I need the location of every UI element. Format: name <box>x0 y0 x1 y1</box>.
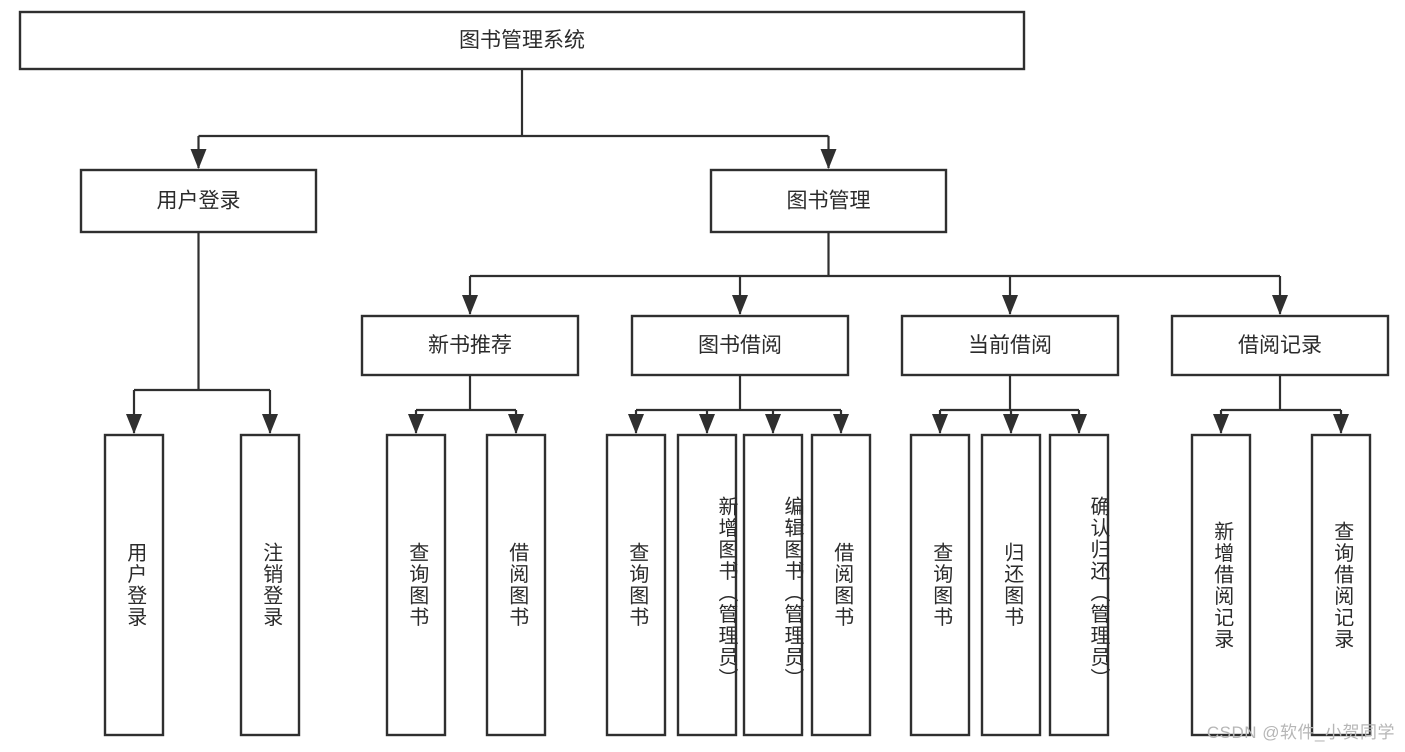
node-new-book-rec[interactable] <box>360 314 580 377</box>
arrow-head-icon <box>1071 414 1087 434</box>
arrow-head-icon <box>699 414 715 434</box>
node-leaf-query-book[interactable] <box>605 433 667 737</box>
node-new-book-rec-label: 新书推荐 <box>428 334 512 357</box>
node-borrow-record[interactable] <box>1170 314 1390 377</box>
arrow-head-icon <box>462 295 478 315</box>
node-leaf-query-book-rec[interactable] <box>385 433 447 737</box>
arrow-head-icon <box>408 414 424 434</box>
node-user-login-label: 用户登录 <box>157 190 241 213</box>
node-leaf-borrow-book-rec[interactable] <box>485 433 547 737</box>
csdn-watermark: CSDN @软件_小贺同学 <box>1206 723 1395 742</box>
node-leaf-logout[interactable] <box>239 433 301 737</box>
node-root[interactable] <box>18 10 1026 71</box>
arrow-head-icon <box>262 414 278 434</box>
node-borrow-record-label: 借阅记录 <box>1238 334 1322 357</box>
node-book-manage-label: 图书管理 <box>787 190 871 213</box>
node-leaf-return-book[interactable] <box>980 433 1042 737</box>
arrow-head-icon <box>1333 414 1349 434</box>
node-current-borrow-label: 当前借阅 <box>968 334 1052 357</box>
arrow-head-icon <box>1003 414 1019 434</box>
connector-layer <box>126 69 1349 434</box>
arrow-head-icon <box>833 414 849 434</box>
arrow-head-icon <box>1272 295 1288 315</box>
arrow-head-icon <box>628 414 644 434</box>
arrow-head-icon <box>765 414 781 434</box>
arrow-head-icon <box>732 295 748 315</box>
arrow-head-icon <box>190 149 207 169</box>
box-layer <box>18 10 1390 737</box>
arrow-head-icon <box>126 414 142 434</box>
node-book-borrow-label: 图书借阅 <box>698 334 782 357</box>
node-leaf-add-record[interactable] <box>1190 433 1252 737</box>
node-leaf-confirm-return[interactable] <box>1048 433 1110 737</box>
node-leaf-borrow-book[interactable] <box>810 433 872 737</box>
arrow-head-icon <box>508 414 524 434</box>
node-leaf-query-record[interactable] <box>1310 433 1372 737</box>
node-root-label: 图书管理系统 <box>459 29 585 52</box>
arrow-head-icon <box>1002 295 1018 315</box>
arrow-head-icon <box>1213 414 1229 434</box>
arrow-head-icon <box>932 414 948 434</box>
node-leaf-add-book[interactable] <box>676 433 738 737</box>
node-user-login[interactable] <box>79 168 318 234</box>
node-current-borrow[interactable] <box>900 314 1120 377</box>
node-leaf-user-login[interactable] <box>103 433 165 737</box>
node-book-manage[interactable] <box>709 168 948 234</box>
arrow-head-icon <box>820 149 837 169</box>
node-leaf-query-book-cur[interactable] <box>909 433 971 737</box>
node-leaf-edit-book[interactable] <box>742 433 804 737</box>
node-book-borrow[interactable] <box>630 314 850 377</box>
